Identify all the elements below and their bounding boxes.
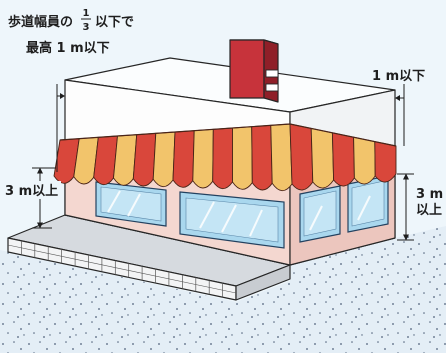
- side-window-left: [299, 185, 341, 243]
- sign-limit-dimension: [395, 84, 405, 146]
- sign-limit-label: 1 m以下: [372, 69, 425, 84]
- right-clearance-dimension: 3 m 以上: [397, 173, 443, 241]
- awning-stripe: [331, 132, 355, 187]
- fraction-numerator: 1: [83, 8, 90, 19]
- awning-stripe: [270, 123, 293, 192]
- curb-tile-midline: [7, 244, 237, 294]
- sign-bracket: [265, 69, 279, 78]
- window-reflection: [357, 195, 371, 221]
- awning-stripe: [310, 127, 335, 189]
- front-window-main: [179, 191, 285, 249]
- awning-stripe: [251, 124, 273, 191]
- curb-tiles: [7, 240, 237, 298]
- left-clearance-label-bg: [3, 181, 61, 199]
- sidewalk: [7, 214, 291, 301]
- fraction-denominator: 3: [83, 22, 90, 33]
- projection-annotation: 歩道幅員の 1 3 以下で 最高 1 m以下: [8, 8, 134, 56]
- front-window-left: [95, 181, 167, 227]
- right-clearance-suffix: 以上: [416, 203, 442, 218]
- awning-stripe: [192, 128, 214, 189]
- side-window-right: [347, 175, 389, 233]
- ground: [0, 226, 446, 353]
- curb-end: [235, 264, 291, 301]
- striped-awning: [53, 123, 397, 192]
- awning-stripe: [172, 130, 195, 188]
- building: [53, 39, 397, 266]
- window-pane: [303, 190, 337, 237]
- window-reflection: [199, 201, 215, 229]
- awning-stripe: [212, 127, 233, 190]
- awning-top-edge: [59, 123, 397, 147]
- window-pane: [100, 186, 162, 222]
- window-reflection: [249, 209, 263, 237]
- window-reflection: [221, 204, 237, 233]
- left-clearance-dimension: 3 m以上: [3, 167, 61, 229]
- window-reflection: [127, 193, 141, 217]
- awning-stripe: [353, 136, 376, 185]
- sign-front: [229, 39, 265, 99]
- awning-stripe: [289, 123, 314, 191]
- window-reflection: [107, 190, 121, 213]
- left-clearance-label: 3 m以上: [5, 184, 58, 199]
- projection-prefix: 歩道幅員の: [8, 14, 73, 30]
- projection-max: 最高 1 m以下: [26, 40, 110, 56]
- projection-suffix: 以下で: [95, 15, 134, 30]
- window-pane: [185, 197, 279, 243]
- projection-arrowhead: [60, 93, 65, 99]
- sign-bracket: [265, 83, 279, 92]
- projection-dimension: [56, 84, 65, 172]
- window-pane: [351, 180, 385, 227]
- window-reflection: [309, 205, 323, 231]
- right-clearance-value: 3 m: [416, 187, 443, 202]
- awning-stripe: [232, 126, 253, 190]
- roof-sign: [229, 39, 279, 103]
- awning-stripe: [152, 131, 176, 188]
- awning-stripe: [132, 132, 157, 187]
- sign-limit-arrowhead: [395, 95, 400, 101]
- awning-stripe: [374, 141, 397, 183]
